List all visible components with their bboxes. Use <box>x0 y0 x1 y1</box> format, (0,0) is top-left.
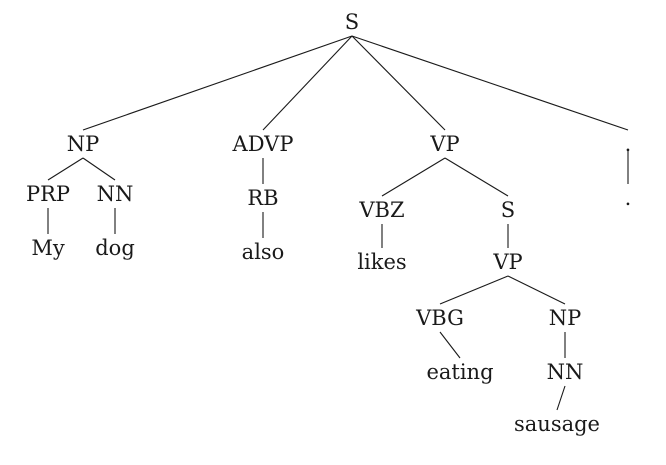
tree-node-punct: . <box>625 132 632 156</box>
tree-node-vp2: VP <box>492 250 522 274</box>
tree-node-vbg: VBG <box>415 306 464 330</box>
tree-node-s2: S <box>501 198 515 222</box>
tree-edge-s-np1 <box>82 35 353 131</box>
tree-edge-s-vp1 <box>351 35 446 131</box>
tree-node-nn2: NN <box>547 360 584 384</box>
nodes-layer: S NP ADVP VP. PRP NN RB VBZ S My dog also likes VP VBG… <box>26 10 631 436</box>
edges-layer <box>47 35 629 411</box>
tree-node-w-dog: dog <box>95 236 135 260</box>
tree-node-vbz: VBZ <box>358 198 404 222</box>
tree-node-prp: PRP <box>26 182 70 206</box>
tree-edge-np1-prp <box>47 157 84 181</box>
tree-edge-vp1-vbz <box>381 157 446 197</box>
tree-node-s: S <box>345 10 359 34</box>
tree-node-rb: RB <box>247 186 278 210</box>
tree-node-w-likes: likes <box>357 250 406 274</box>
tree-node-np1: NP <box>67 132 100 156</box>
tree-edge-vbg-w_eating <box>439 331 461 359</box>
tree-edge-s-punct <box>351 35 629 131</box>
tree-edge-nn2-w_sausage <box>556 385 566 411</box>
tree-node-vp1: VP <box>429 132 459 156</box>
tree-node-np2: NP <box>549 306 582 330</box>
tree-edge-vp2-np2 <box>507 275 566 305</box>
tree-edge-np1-nn1 <box>82 157 116 181</box>
tree-node-nn1: NN <box>97 182 134 206</box>
tree-node-w-also: also <box>242 240 285 264</box>
tree-node-advp: ADVP <box>232 132 294 156</box>
tree-node-w-my: My <box>31 236 65 260</box>
tree-edge-vp1-s2 <box>444 157 509 197</box>
tree-edge-vp2-vbg <box>439 275 509 305</box>
tree-node-w-period: . <box>625 186 632 210</box>
tree-edge-s-advp <box>262 35 353 131</box>
tree-node-w-eating: eating <box>426 360 493 384</box>
tree-node-w-sausage: sausage <box>514 412 600 436</box>
